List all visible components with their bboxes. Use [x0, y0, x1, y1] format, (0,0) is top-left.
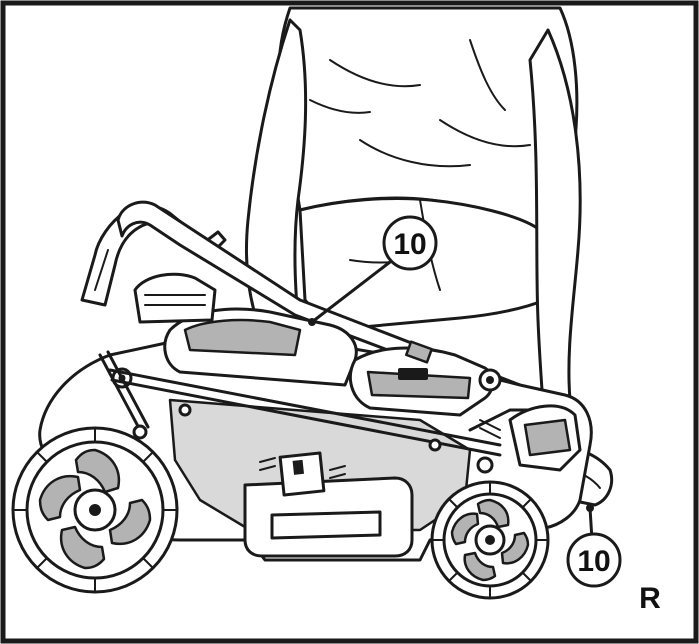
front-wheel	[13, 428, 177, 592]
callout-lower: 10	[568, 504, 620, 586]
callout-anchor-dot	[308, 318, 316, 326]
callout-number: 10	[577, 545, 610, 578]
figure-letter: R	[639, 582, 661, 615]
rear-wheel	[432, 482, 548, 598]
shirt	[279, 8, 577, 230]
callout-number: 10	[393, 228, 426, 261]
callout-anchor-dot	[586, 504, 594, 512]
